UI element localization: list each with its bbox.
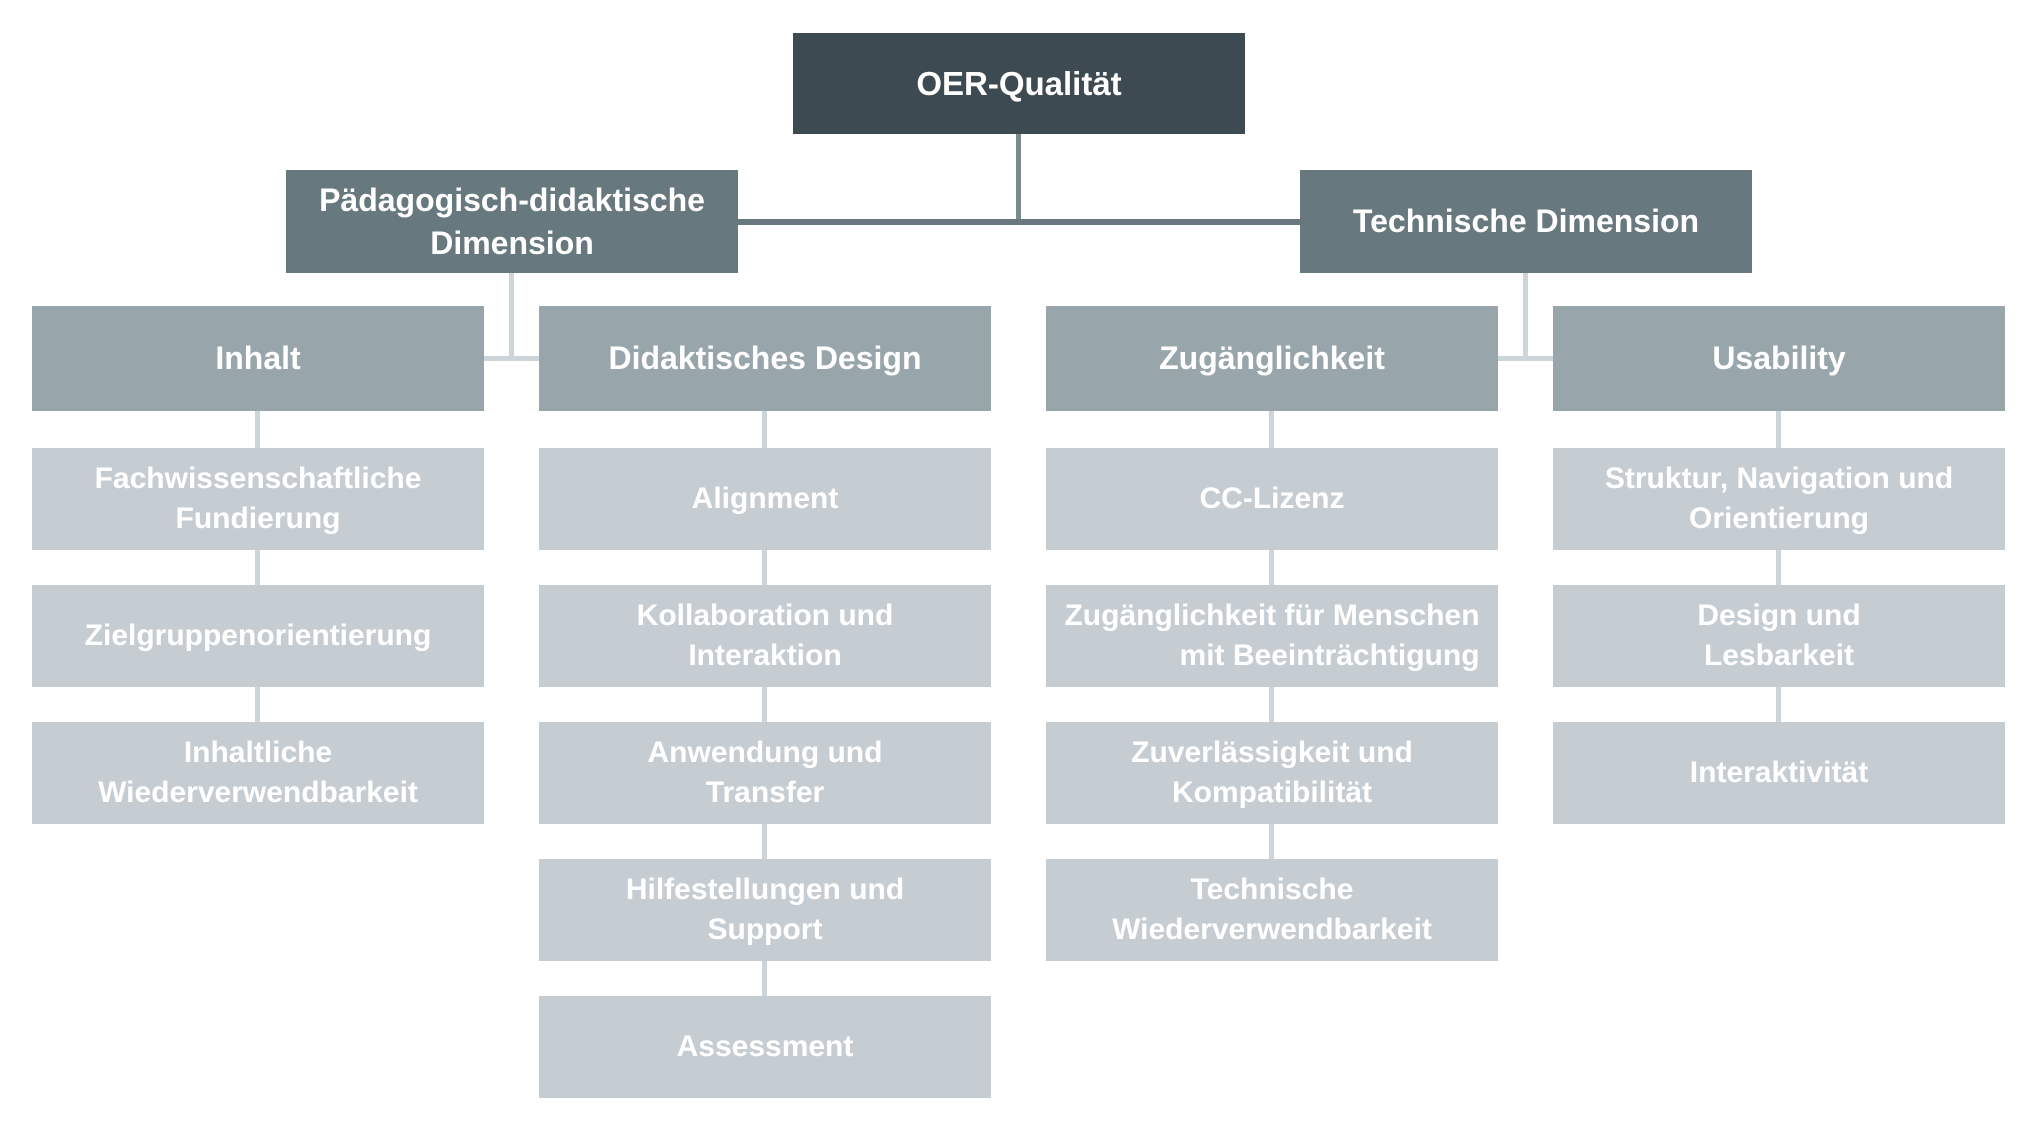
node-zielgruppenorientierung: Zielgruppenorientierung [32, 585, 484, 687]
connector-dim1-tick [484, 356, 539, 361]
node-didaktisches-design: Didaktisches Design [539, 306, 991, 411]
node-fachwissenschaftliche-fundierung: Fachwissenschaftliche Fundierung [32, 448, 484, 550]
connector-col2-4 [762, 824, 767, 859]
connector-dim2-vertical [1523, 273, 1528, 361]
connector-col3-1 [1269, 411, 1274, 448]
connector-col3-2 [1269, 550, 1274, 585]
connector-col2-5 [762, 961, 767, 996]
connector-col4-3 [1776, 687, 1781, 722]
node-zugaenglichkeit: Zugänglichkeit [1046, 306, 1498, 411]
node-interaktivitaet: Interaktivität [1553, 722, 2005, 824]
connector-col1-2 [255, 550, 260, 585]
connector-col1-3 [255, 687, 260, 722]
node-hilfestellungen-und-support: Hilfestellungen und Support [539, 859, 991, 961]
connector-col2-3 [762, 687, 767, 722]
node-design-und-lesbarkeit: Design und Lesbarkeit [1553, 585, 2005, 687]
node-anwendung-und-transfer: Anwendung und Transfer [539, 722, 991, 824]
node-zugaenglichkeit-fuer-menschen: Zugänglichkeit für Menschen mit Beeinträ… [1046, 585, 1498, 687]
node-inhalt: Inhalt [32, 306, 484, 411]
node-paedagogisch-didaktische-dimension: Pädagogisch-didaktische Dimension [286, 170, 738, 273]
node-inhaltliche-wiederverwendbarkeit: Inhaltliche Wiederverwendbarkeit [32, 722, 484, 824]
node-alignment: Alignment [539, 448, 991, 550]
node-cc-lizenz: CC-Lizenz [1046, 448, 1498, 550]
node-oer-qualitaet: OER-Qualität [793, 33, 1245, 134]
connector-col2-2 [762, 550, 767, 585]
connector-col4-1 [1776, 411, 1781, 448]
node-usability: Usability [1553, 306, 2005, 411]
connector-dim1-vertical [509, 273, 514, 361]
connector-col1-1 [255, 411, 260, 448]
node-assessment: Assessment [539, 996, 991, 1098]
connector-col4-2 [1776, 550, 1781, 585]
connector-col3-3 [1269, 687, 1274, 722]
connector-col3-4 [1269, 824, 1274, 859]
connector-dim2-tick [1498, 356, 1553, 361]
connector-root-vertical [1016, 134, 1021, 224]
node-struktur-navigation-orientierung: Struktur, Navigation und Orientierung [1553, 448, 2005, 550]
node-technische-wiederverwendbarkeit: Technische Wiederverwendbarkeit [1046, 859, 1498, 961]
node-kollaboration-und-interaktion: Kollaboration und Interaktion [539, 585, 991, 687]
node-zuverlaessigkeit-und-kompatibilitaet: Zuverlässigkeit und Kompatibilität [1046, 722, 1498, 824]
node-technische-dimension: Technische Dimension [1300, 170, 1752, 273]
connector-root-horizontal [736, 219, 1300, 225]
connector-col2-1 [762, 411, 767, 448]
